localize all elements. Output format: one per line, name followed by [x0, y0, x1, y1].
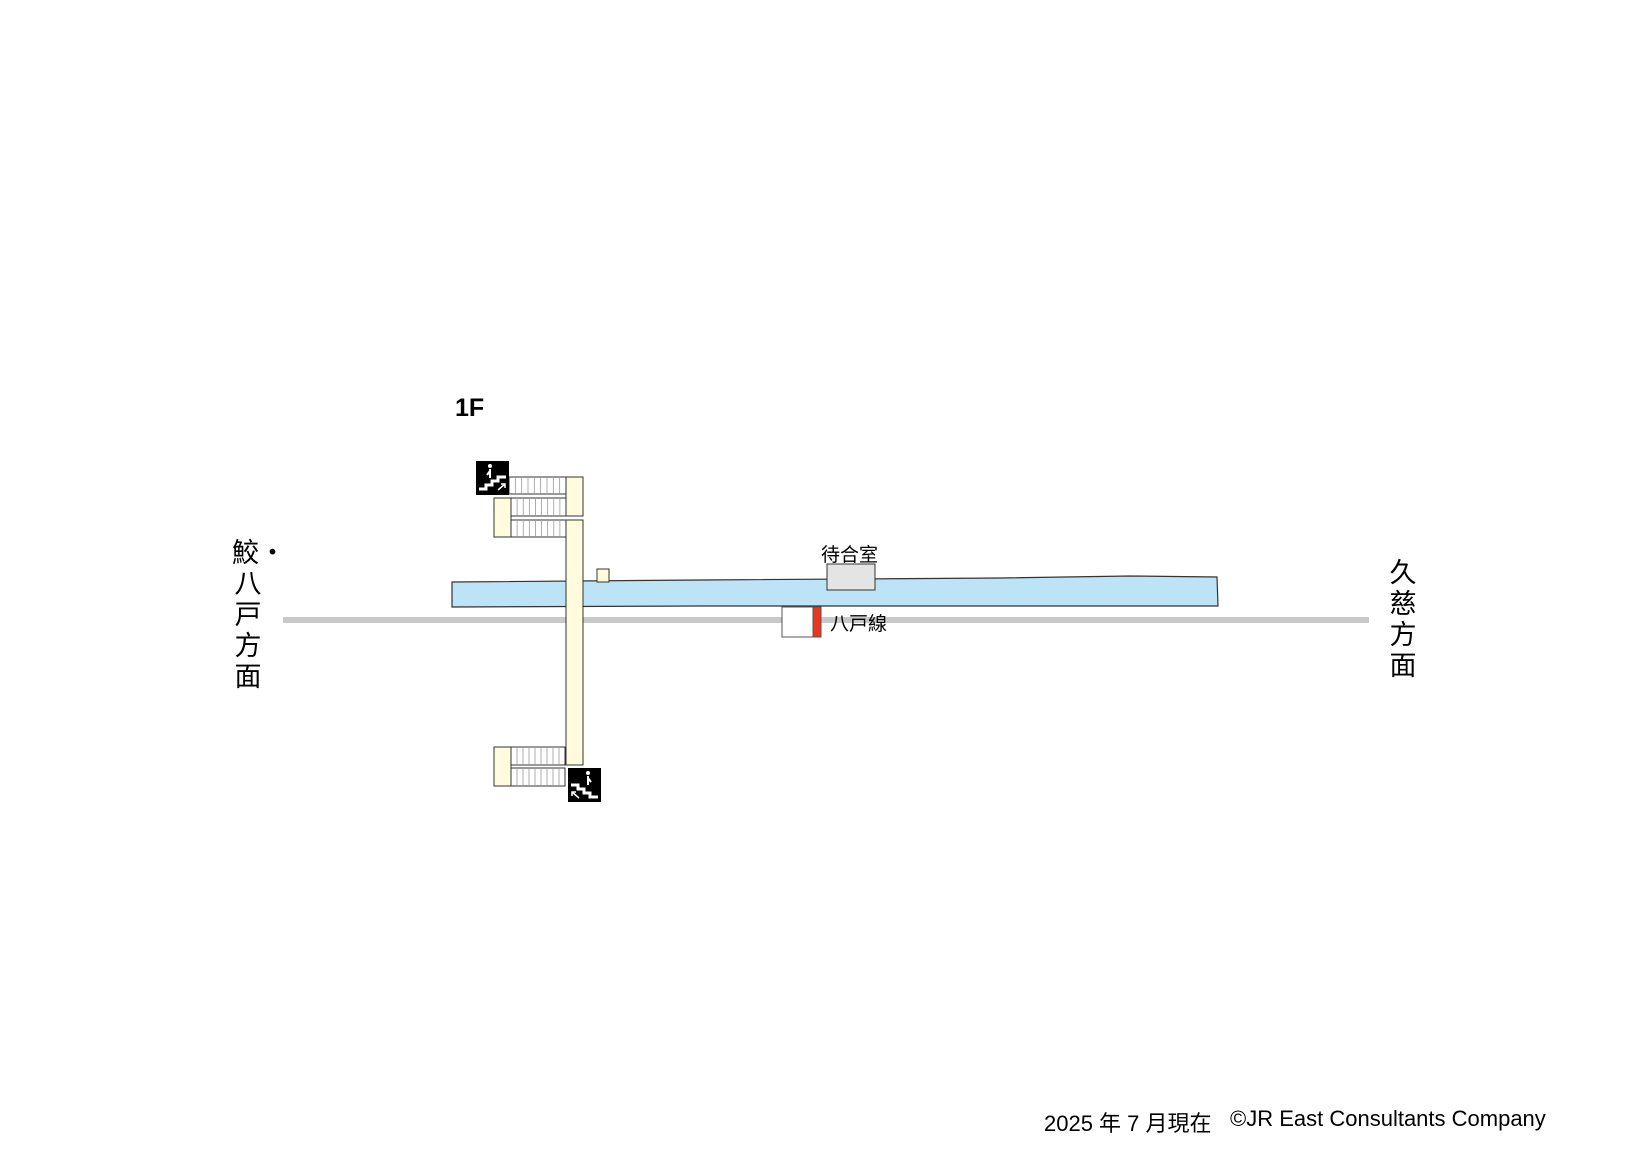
stair-flight: [510, 497, 567, 517]
track: [283, 617, 1369, 623]
stairs-up-icon: [568, 768, 601, 802]
floor-label: 1F: [455, 394, 485, 422]
waiting-room: [826, 563, 876, 591]
line-sign: [781, 606, 814, 638]
stair-flight: [510, 767, 566, 787]
footer-copyright: ©JR East Consultants Company: [1230, 1106, 1546, 1131]
footbridge-upper: [565, 476, 584, 517]
direction-left: 鮫・八戸方面: [232, 538, 286, 693]
footbridge-column: [565, 519, 584, 766]
lower-stairs: [493, 746, 512, 787]
line-sign-accent: [812, 606, 822, 638]
line-name-label: 八戸線: [830, 613, 888, 635]
waiting-room-label: 待合室: [821, 544, 879, 566]
direction-right: 久慈方面: [1389, 558, 1417, 682]
stair-flight: [508, 476, 567, 495]
platform-facility-box: [596, 568, 610, 583]
stairs-up-icon: [476, 461, 509, 495]
footer-date: 2025 年 7 月現在: [1044, 1111, 1212, 1136]
stair-flight: [510, 519, 567, 538]
stair-flight: [510, 746, 566, 766]
upper-stairs: [493, 497, 512, 538]
